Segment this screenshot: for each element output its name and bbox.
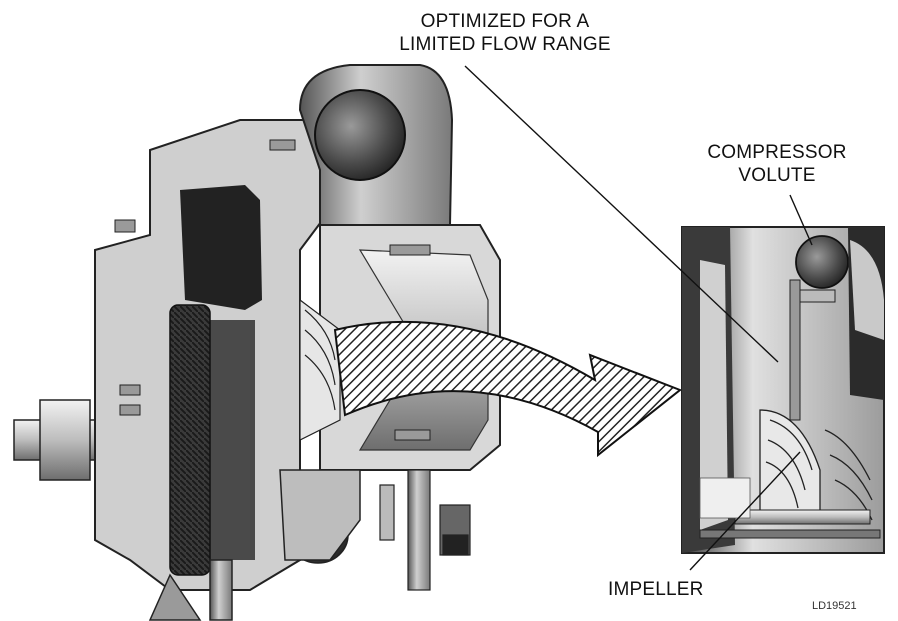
inset-impeller: [759, 409, 873, 521]
inset-volute-bore: [795, 235, 849, 289]
inset-detail: [681, 226, 885, 554]
main-impeller: [299, 298, 341, 441]
oil-cavity: [205, 320, 255, 560]
volute-label-line2: VOLUTE: [738, 165, 816, 186]
figure-code: LD19521: [812, 600, 857, 612]
compressor-assembly: [13, 64, 501, 621]
compressor-volute-label: COMPRESSOR VOLUTE: [688, 141, 866, 187]
volute-label-line1: COMPRESSOR: [707, 142, 847, 163]
bottom-fittings: [379, 469, 471, 591]
optimized-label-line2: LIMITED FLOW RANGE: [399, 34, 611, 55]
inlet-bore: [314, 89, 406, 181]
leader-optimized: [464, 65, 779, 363]
bull-gear: [169, 304, 211, 576]
leader-impeller: [689, 451, 801, 571]
optimized-label-line1: OPTIMIZED FOR A: [420, 11, 590, 32]
lower-housing-skirt: [279, 469, 361, 561]
upper-cavity: [180, 185, 262, 310]
housing-bolts: [114, 139, 431, 441]
mount-foot: [148, 573, 202, 621]
leader-lines: [464, 65, 813, 571]
magnification-arrow: [333, 320, 682, 458]
impeller-label: IMPELLER: [608, 579, 704, 600]
support-pipe: [209, 559, 233, 621]
shaft-coupling: [39, 399, 91, 481]
optimized-label: OPTIMIZED FOR A LIMITED FLOW RANGE: [360, 10, 650, 56]
leader-volute: [789, 194, 813, 246]
